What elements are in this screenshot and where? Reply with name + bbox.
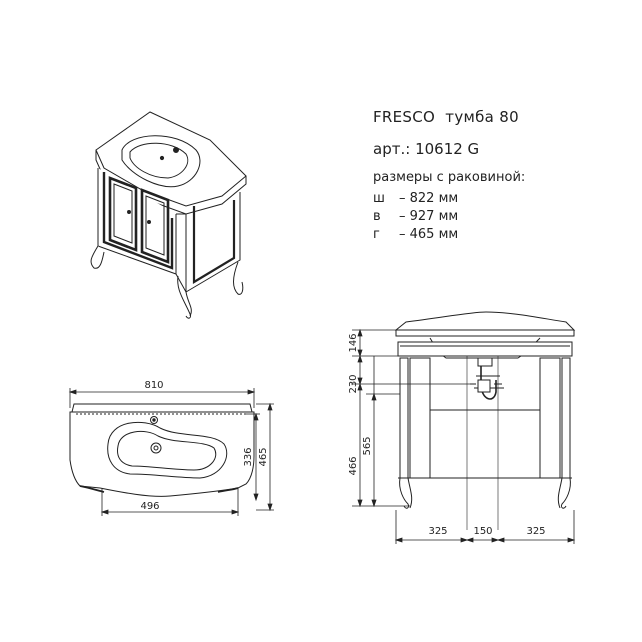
- size-row-width: ш – 822 мм: [373, 191, 633, 209]
- size-value: – 465 мм: [399, 227, 459, 242]
- front-width-right-label: 325: [526, 526, 545, 537]
- size-row-depth: г – 465 мм: [373, 227, 633, 245]
- article-number: 10612 G: [415, 140, 480, 158]
- front-height-466-label: 466: [348, 456, 359, 475]
- size-key: г: [373, 227, 380, 242]
- front-height-146-label: 146: [348, 333, 359, 352]
- product-info-block: FRESCO тумба 80 арт.: 10612 G размеры с …: [373, 108, 633, 245]
- front-view-dimensions: [352, 328, 576, 544]
- product-title: FRESCO тумба 80: [373, 108, 633, 126]
- size-row-height: в – 927 мм: [373, 209, 633, 227]
- size-value: – 822 мм: [399, 191, 459, 206]
- brand-name: FRESCO: [373, 108, 436, 126]
- front-height-230-label: 230: [348, 374, 359, 393]
- size-value: – 927 мм: [399, 209, 459, 224]
- front-width-left-label: 325: [428, 526, 447, 537]
- model-name: тумба 80: [445, 108, 519, 126]
- top-view-dimensions: [68, 388, 274, 516]
- top-view-drawing: [69, 403, 255, 497]
- size-key: в: [373, 209, 381, 224]
- size-key: ш: [373, 191, 385, 206]
- article-line: арт.: 10612 G: [373, 140, 633, 158]
- sizes-heading: размеры с раковиной:: [373, 170, 526, 185]
- top-bowl-width-label: 496: [140, 501, 159, 512]
- front-height-565-label: 565: [362, 436, 373, 455]
- top-depth-label: 465: [258, 447, 269, 466]
- front-view-drawing: [394, 311, 576, 530]
- isometric-cabinet-view: [90, 111, 247, 319]
- article-label: арт.:: [373, 140, 411, 158]
- top-inner-depth-label: 336: [243, 447, 254, 466]
- top-width-label: 810: [144, 380, 163, 391]
- front-width-center-label: 150: [473, 526, 492, 537]
